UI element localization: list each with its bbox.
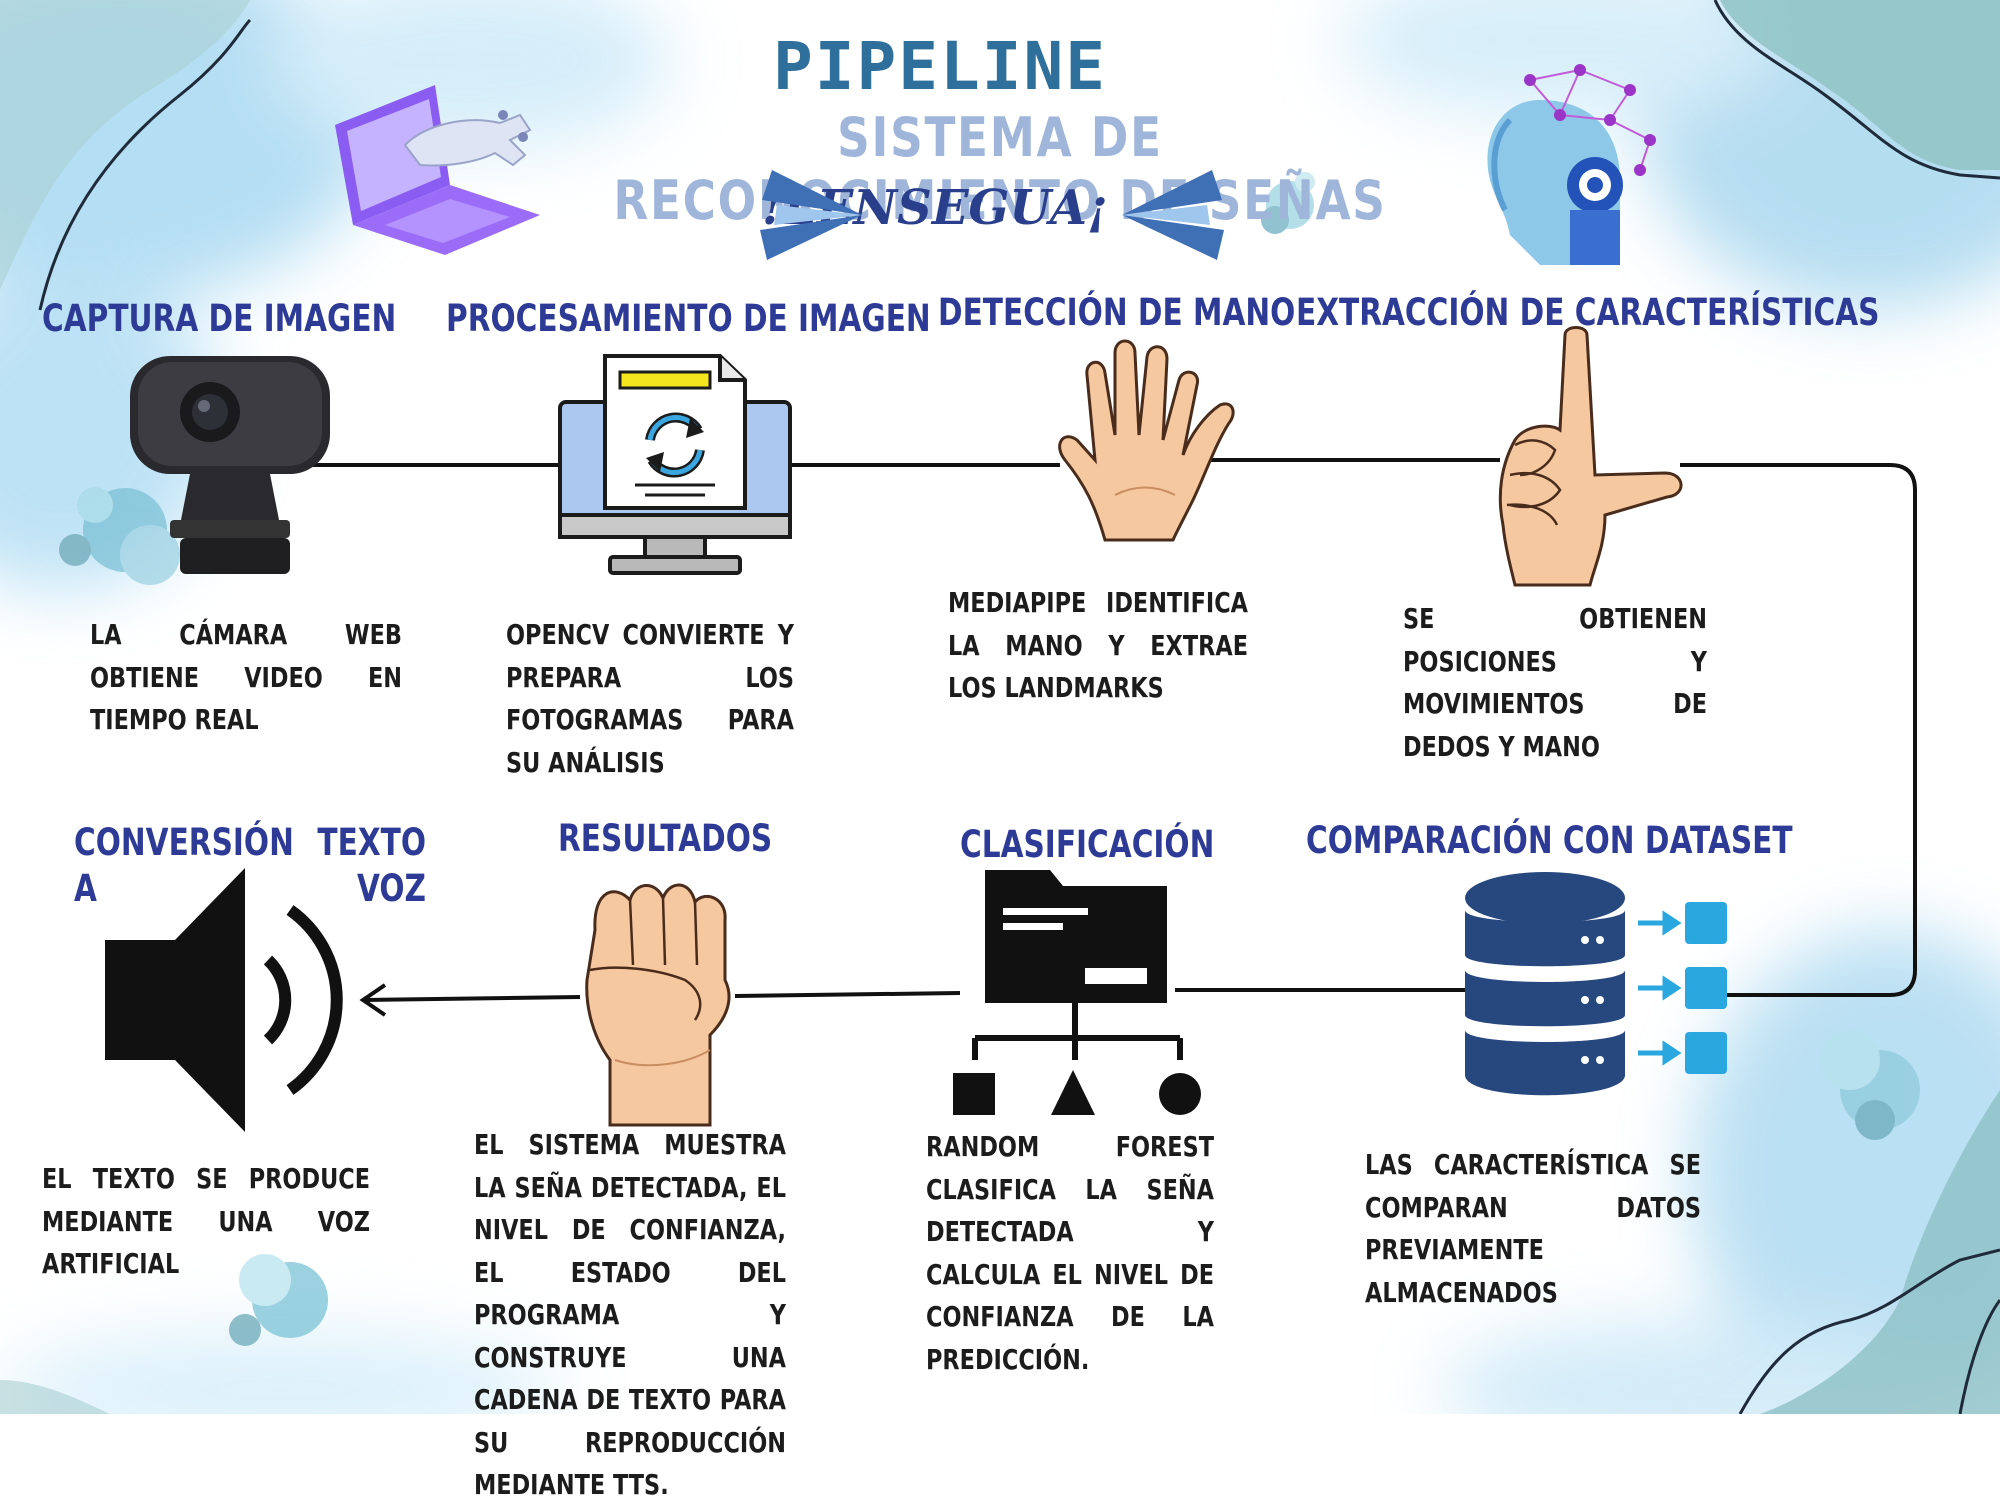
open-hand-icon (1058, 339, 1235, 542)
page-subtitle: SISTEMA DE RECONOCIMIENTO DE SEÑAS (613, 106, 1387, 232)
webcam-icon (130, 356, 330, 574)
step-desc-extraccion: SE OBTIENEN POSICIONES Y MOVIMIENTOS DE … (1403, 602, 1707, 763)
ai-head-icon (1487, 64, 1656, 265)
monitor-processing-icon (558, 354, 792, 575)
step-heading-conversion: CONVERSIÓN TEXTO A VOZ (74, 821, 426, 911)
l-sign-hand-icon (1498, 326, 1683, 587)
step-heading-extraccion: EXTRACCIÓN DE CARACTERÍSTICAS (1296, 291, 1880, 334)
step-desc-captura: LA CÁMARA WEB OBTIENE VIDEO EN TIEMPO RE… (90, 618, 402, 737)
bow-left-icon (760, 170, 862, 260)
laptop-robot-hand-icon (335, 85, 540, 255)
bow-right-icon (1122, 170, 1224, 260)
step-heading-comparacion: COMPARACIÓN CON DATASET (1306, 819, 1793, 862)
step-desc-comparacion: LAS CARACTERÍSTICA SE COMPARAN DATOS PRE… (1365, 1148, 1701, 1309)
step-desc-resultados: EL SISTEMA MUESTRA LA SEÑA DETECTADA, EL… (474, 1128, 786, 1502)
background-decoration (0, 0, 2000, 1414)
pipeline-connector (275, 458, 1917, 1017)
step-heading-deteccion: DETECCIÓN DE MANO (938, 291, 1296, 334)
page-title: PIPELINE (773, 28, 1107, 105)
classification-tree-icon (953, 870, 1201, 1115)
step-heading-captura: CAPTURA DE IMAGEN (42, 297, 397, 340)
fist-hand-icon (585, 883, 731, 1127)
step-desc-clasificacion: RANDOM FOREST CLASIFICA LA SEÑA DETECTAD… (926, 1130, 1214, 1376)
step-heading-clasificacion: CLASIFICACIÓN (960, 823, 1215, 866)
speaker-icon (105, 868, 343, 1132)
database-icon (1465, 872, 1727, 1096)
step-desc-deteccion: MEDIAPIPE IDENTIFICA LA MANO Y EXTRAE LO… (948, 586, 1248, 705)
step-desc-procesamiento: OPENCV CONVIERTE Y PREPARA LOS FOTOGRAMA… (506, 618, 794, 779)
step-desc-conversion: EL TEXTO SE PRODUCE MEDIANTE UNA VOZ ART… (42, 1162, 370, 1281)
step-heading-procesamiento: PROCESAMIENTO DE IMAGEN (446, 297, 931, 340)
step-heading-resultados: RESULTADOS (558, 817, 773, 860)
